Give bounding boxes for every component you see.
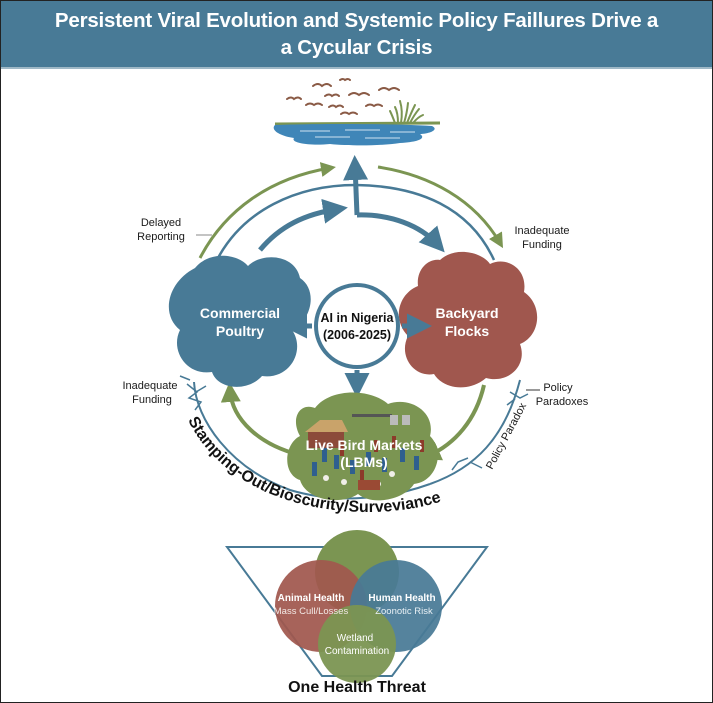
birds-icon (286, 78, 400, 116)
arrow-up-to-wetland (343, 155, 369, 216)
arc-blue-inner-left (258, 198, 348, 252)
policy-paradoxes-label-2: Paradoxes (536, 396, 589, 408)
lbm-label-1: Live Bird Markets (306, 437, 423, 453)
human-health-label: Human Health (368, 593, 435, 604)
backyard-label-2: Flocks (445, 323, 490, 339)
arc-green-outer-right (377, 165, 504, 249)
commercial-label-2: Poultry (216, 323, 264, 339)
lbm-label-2: (LBMs) (340, 454, 387, 470)
animal-health-label: Animal Health (278, 593, 345, 604)
one-health-title: One Health Threat (288, 679, 426, 696)
wetland-contamination-label-1: Wetland (337, 633, 374, 644)
delayed-reporting-label-1: Delayed (141, 217, 181, 229)
policy-paradoxes-label-1: Policy (543, 382, 573, 394)
title-banner: Persistent Viral Evolution and Systemic … (1, 1, 712, 69)
inadequate-funding-top-label-1: Inadequate (514, 225, 569, 237)
center-label-2: (2006-2025) (323, 328, 391, 342)
inadequate-funding-top-label-2: Funding (522, 239, 562, 251)
node-backyard-flocks (398, 251, 538, 388)
arc-green-outer-left (198, 162, 336, 259)
inadequate-funding-left-label-2: Funding (132, 394, 172, 406)
center-node (314, 283, 400, 369)
human-health-sublabel: Zoonotic Risk (375, 606, 433, 617)
center-label-1: AI in Nigeria (321, 311, 395, 325)
venn-wetland (318, 605, 396, 683)
arc-blue-inner-right (356, 212, 445, 253)
arc-green-inner-right (420, 384, 486, 461)
policy-paradox-arc-label: Policy Paradox (484, 401, 529, 472)
shore-line (274, 121, 441, 126)
title-line-2: a Cycular Crisis (280, 36, 433, 59)
wetland-birds-icon (273, 78, 441, 146)
backyard-label-1: Backyard (435, 305, 498, 321)
water-icon (273, 124, 435, 146)
animal-health-sublabel: Mass Cull/Losses (274, 606, 349, 617)
commercial-label-1: Commercial (200, 305, 280, 321)
delayed-reporting-label-2: Reporting (137, 231, 185, 243)
crack-icon (179, 375, 529, 471)
title-line-1: Persistent Viral Evolution and Systemic … (54, 9, 659, 32)
node-commercial-poultry (168, 255, 311, 387)
arc-green-inner-left (220, 382, 301, 457)
figure-title: Persistent Viral Evolution and Systemic … (55, 7, 658, 61)
wetland-contamination-label-2: Contamination (325, 646, 389, 657)
market-scene-icon (305, 414, 424, 490)
grass-icon (389, 100, 424, 124)
node-live-bird-markets (287, 392, 438, 501)
inadequate-funding-left-label-1: Inadequate (122, 380, 177, 392)
